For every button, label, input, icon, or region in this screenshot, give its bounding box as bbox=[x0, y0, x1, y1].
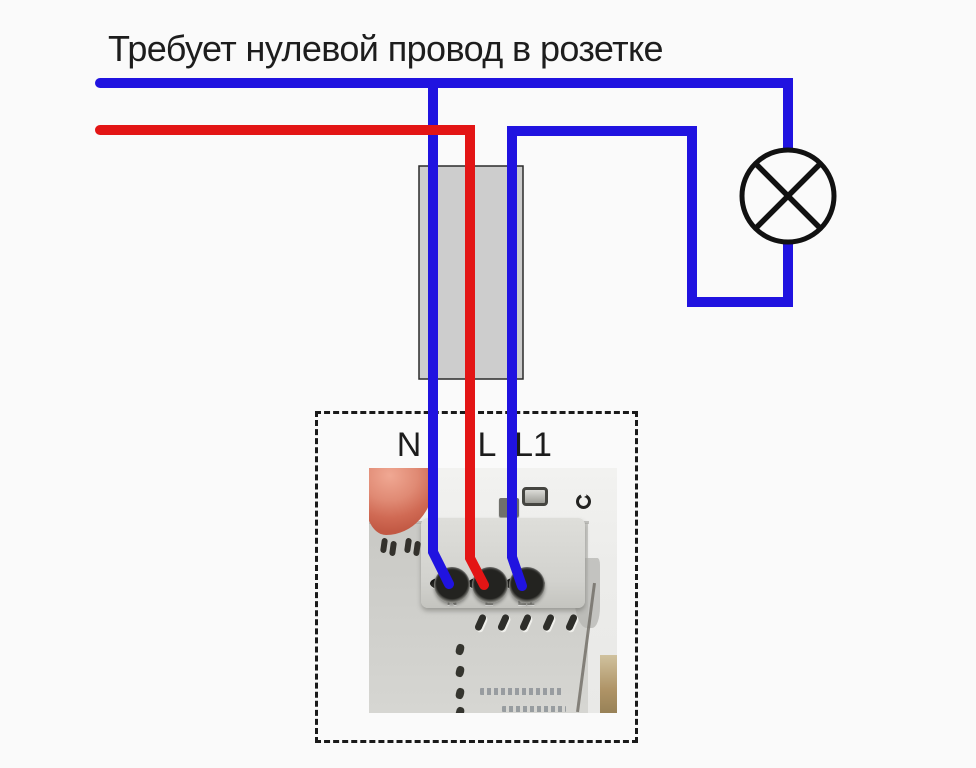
terminal-hole-L bbox=[472, 567, 508, 603]
terminal-hole-L1 bbox=[509, 567, 545, 603]
terminal-block: N L L1 bbox=[421, 518, 585, 609]
connector-port-icon bbox=[522, 487, 548, 506]
terminal-hole-N bbox=[434, 567, 470, 603]
neutral-wire bbox=[95, 78, 793, 155]
ring-icon bbox=[576, 494, 591, 509]
junction-conduit-box bbox=[418, 165, 524, 380]
diagram-title: Требует нулевой провод в розетке bbox=[108, 28, 664, 69]
switch-photo: N L L1 bbox=[369, 468, 617, 713]
lamp-cross-line bbox=[753, 161, 823, 231]
housing-microtext bbox=[480, 688, 564, 695]
mount-clip-icon bbox=[499, 498, 519, 517]
lamp-circle bbox=[739, 147, 837, 245]
housing-microtext bbox=[502, 706, 566, 712]
lamp-icon bbox=[739, 147, 837, 245]
lamp-cross-line bbox=[753, 161, 823, 231]
terminal-label-N: N bbox=[396, 426, 422, 464]
terminal-label-L1: L1 bbox=[514, 426, 552, 464]
background-object bbox=[600, 655, 617, 713]
